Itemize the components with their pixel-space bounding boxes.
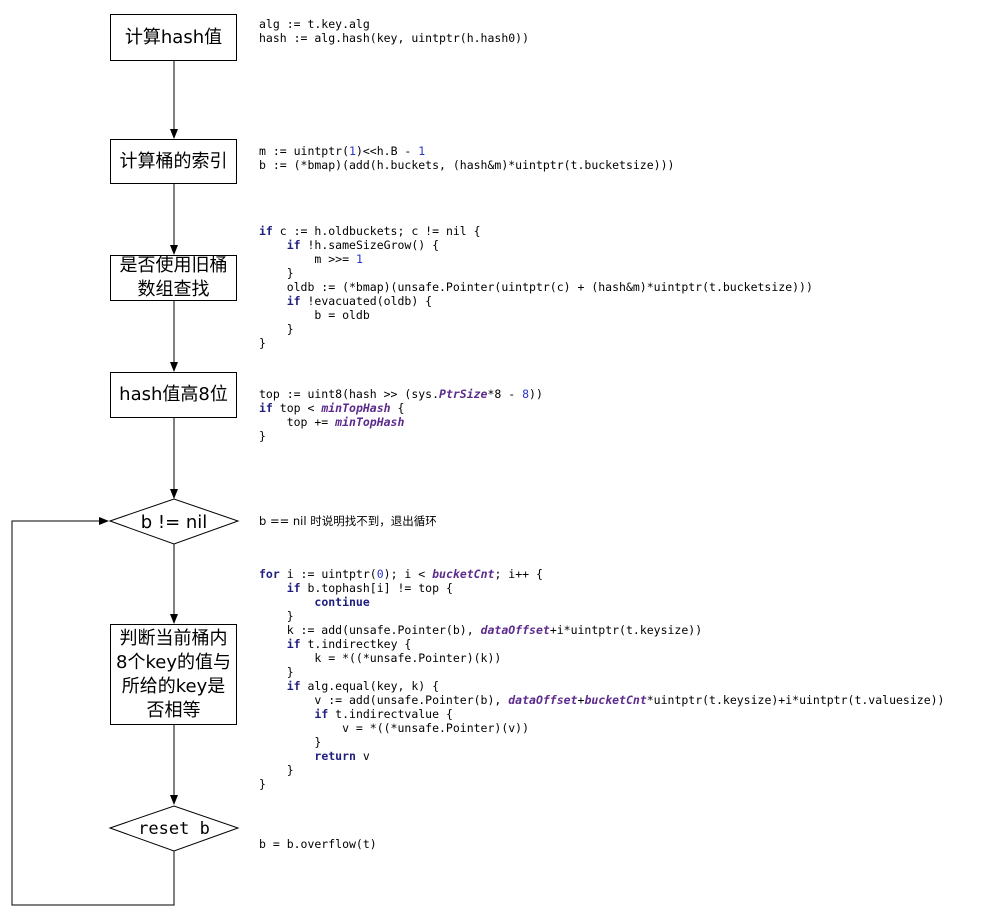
code-line: k := add(unsafe.Pointer(b), dataOffset+i…: [259, 623, 703, 637]
code-line: if t.indirectkey {: [286, 637, 412, 651]
code-reset: b = b.overflow(t): [259, 837, 377, 851]
step-tophash: hash值高8位: [110, 372, 237, 418]
code-line: return v: [314, 749, 370, 763]
step-old-bucket-label-line2: 数组查找: [137, 279, 210, 300]
code-line: }: [259, 735, 322, 749]
code-line: top += minTopHash: [259, 415, 405, 429]
code-line: if top < minTopHash {: [259, 401, 405, 415]
step-bucket-index-label: 计算桶的索引: [119, 150, 228, 172]
code-hash: alg := t.key.alg hash := alg.hash(key, u…: [259, 17, 530, 45]
code-line: if alg.equal(key, k) {: [286, 679, 440, 693]
decision-reset-label: reset b: [138, 819, 210, 839]
step-old-bucket-label-line1: 是否使用旧桶: [119, 255, 228, 276]
code-line: continue: [314, 595, 370, 609]
code-line: }: [259, 665, 294, 679]
code-line: }: [259, 777, 266, 791]
code-line: if !h.sameSizeGrow() {: [286, 238, 440, 252]
step-old-bucket-check: 是否使用旧桶 数组查找: [110, 255, 237, 301]
step-bucket-index: 计算桶的索引: [110, 139, 237, 184]
code-line: top := uint8(hash >> (sys.PtrSize*8 - 8)…: [259, 387, 543, 401]
code-line: if c := h.oldbuckets; c != nil {: [259, 224, 481, 238]
step-compare-label-line3: 所给的key是: [121, 675, 226, 697]
code-line: }: [259, 266, 294, 280]
step-compare-label-line1: 判断当前桶内: [119, 627, 228, 649]
step-compute-hash-label: 计算hash值: [124, 26, 223, 48]
code-line: }: [259, 429, 266, 443]
code-line: }: [259, 763, 294, 777]
code-line: v := add(unsafe.Pointer(b), dataOffset+b…: [259, 693, 945, 707]
step-compute-hash: 计算hash值: [110, 14, 237, 61]
code-line: oldb := (*bmap)(unsafe.Pointer(uintptr(c…: [259, 280, 813, 294]
decision-cond-label: b != nil: [140, 511, 208, 533]
code-line: if !evacuated(oldb) {: [286, 294, 433, 308]
step-compare-label-line4: 否相等: [146, 699, 201, 721]
code-cond-note: b == nil 时说明找不到，退出循环: [259, 514, 437, 528]
code-bucket-index: m := uintptr(1)<<h.B - 1 b := (*bmap)(ad…: [259, 144, 675, 172]
code-line: }: [259, 322, 294, 336]
code-line: m >>= 1: [259, 252, 363, 266]
decision-reset-shape: [108, 805, 240, 852]
loop-back-arrow: [11, 517, 175, 906]
code-line: if b.tophash[i] != top {: [286, 581, 453, 595]
code-compare-loop: for i := uintptr(0); i < bucketCnt; i++ …: [259, 567, 944, 791]
decision-cond-shape: [108, 498, 240, 545]
code-line: }: [259, 336, 266, 350]
code-line: b = oldb: [259, 308, 370, 322]
step-compare-label-line2: 8个key的值与: [116, 651, 231, 673]
code-line: for i := uintptr(0); i < bucketCnt; i++ …: [259, 567, 543, 581]
code-line: }: [259, 609, 294, 623]
code-line: v = *((*unsafe.Pointer)(v)): [259, 721, 530, 735]
step-compare-keys: 判断当前桶内 8个key的值与 所给的key是 否相等: [110, 624, 237, 725]
code-old-buckets: if c := h.oldbuckets; c != nil { if !h.s…: [259, 224, 813, 350]
step-tophash-label: hash值高8位: [119, 384, 228, 405]
code-line: k = *((*unsafe.Pointer)(k)): [259, 651, 502, 665]
code-tophash: top := uint8(hash >> (sys.PtrSize*8 - 8)…: [259, 387, 543, 443]
code-line: if t.indirectvalue {: [314, 707, 453, 721]
